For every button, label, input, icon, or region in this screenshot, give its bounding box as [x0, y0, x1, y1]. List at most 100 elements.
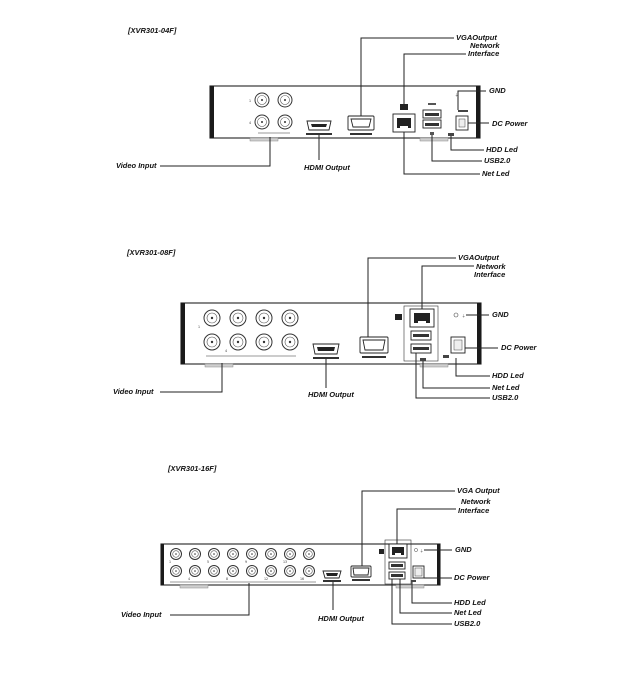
bnc-number: 9 [245, 560, 247, 564]
svg-text:⏚: ⏚ [462, 313, 465, 318]
label-vga-output: VGAOutput [456, 33, 497, 42]
label-network: Network [476, 262, 506, 271]
bnc-number: 5 [207, 560, 209, 564]
chassis-right-edge [437, 544, 440, 585]
video-input-bnc-group: 1 4 [249, 92, 293, 134]
label-net-led: Net Led [482, 169, 510, 178]
bnc-number: 1 [249, 99, 251, 103]
video-input-bnc-group: 1 4 [198, 309, 299, 357]
bnc-connector [246, 548, 258, 560]
foot [204, 363, 234, 368]
hdd-led [448, 133, 454, 136]
chassis-left-edge [161, 544, 164, 585]
leader-network [396, 508, 456, 544]
bnc-connector [303, 548, 315, 560]
leader-video-input [160, 137, 271, 167]
video-input-bnc-group: 1 4 5 8 9 12 13 16 [169, 548, 316, 583]
foot [395, 584, 425, 589]
foot [419, 363, 449, 368]
hdmi-port [312, 343, 340, 359]
network-port [379, 543, 408, 559]
bnc-connector [265, 565, 277, 577]
gnd-terminal: ⏚ [455, 92, 468, 112]
label-video-input: Video Input [116, 161, 157, 170]
label-network: Network [470, 41, 500, 50]
label-dc-power: DC Power [501, 343, 538, 352]
bnc-number: 1 [198, 325, 200, 329]
leader-vga [360, 37, 454, 116]
model-title: [XVR301-04F] [127, 26, 177, 35]
foot [179, 584, 209, 589]
leader-net-led [403, 132, 480, 175]
label-dc-power: DC Power [492, 119, 529, 128]
label-usb: USB2.0 [454, 619, 481, 628]
bnc-number: 13 [283, 560, 287, 564]
net-led [420, 358, 426, 361]
bnc-connector [303, 565, 315, 577]
hdmi-port [306, 120, 332, 135]
vga-port [347, 115, 375, 135]
bnc-connector [284, 548, 296, 560]
io-panel-outline [384, 539, 412, 585]
vga-port [359, 336, 389, 358]
label-interface: Interface [468, 49, 499, 58]
label-net-led: Net Led [454, 608, 482, 617]
hdmi-port [322, 570, 342, 582]
bnc-connector [189, 548, 201, 560]
leader-hdd-led [450, 136, 484, 151]
bnc-connector [203, 333, 221, 351]
bnc-connector [208, 548, 220, 560]
label-hdmi-output: HDMI Output [318, 614, 364, 623]
foot [249, 137, 279, 142]
network-port [392, 104, 416, 133]
leader-vga [367, 257, 456, 337]
network-icon [379, 549, 384, 554]
label-gnd: GND [492, 310, 509, 319]
network-icon [400, 104, 408, 110]
diagram-xvr301-04f: [XVR301-04F] 1 4 [116, 26, 529, 178]
hdd-led [443, 355, 449, 358]
bnc-connector [227, 548, 239, 560]
foot [419, 137, 449, 142]
bnc-connector [255, 333, 273, 351]
bnc-connector [281, 309, 299, 327]
label-interface: Interface [474, 270, 505, 279]
chassis-right-edge [477, 303, 481, 364]
leader-network [403, 53, 466, 104]
bnc-connector [281, 333, 299, 351]
leader-video-input [170, 583, 250, 616]
dc-power-jack [455, 115, 469, 131]
label-gnd: GND [489, 86, 506, 95]
label-hdd-led: HDD Led [486, 145, 518, 154]
bnc-connector [170, 548, 182, 560]
dc-power-jack [412, 565, 425, 579]
bnc-number: 16 [300, 577, 304, 581]
gnd-terminal: ⏚ [453, 312, 465, 318]
leader-hdd-led [411, 582, 452, 604]
bnc-number: 8 [226, 577, 228, 581]
chassis-left-edge [210, 86, 214, 138]
model-title: [XVR301-16F] [167, 464, 217, 473]
label-network: Network [461, 497, 491, 506]
leader-net-led [399, 579, 452, 614]
label-net-led: Net Led [492, 383, 520, 392]
bnc-connector [227, 565, 239, 577]
bnc-number: 4 [249, 121, 251, 125]
bnc-number: 4 [188, 577, 190, 581]
bnc-connector [265, 548, 277, 560]
bnc-connector [254, 114, 270, 130]
leader-gnd [457, 90, 486, 110]
bnc-number: 12 [264, 577, 268, 581]
label-hdd-led: HDD Led [454, 598, 486, 607]
leader-usb [431, 135, 482, 162]
bnc-connector [254, 92, 270, 108]
chassis-right-edge [476, 86, 480, 138]
bnc-number: 4 [225, 349, 227, 353]
chassis-left-edge [181, 303, 185, 364]
label-gnd: GND [455, 545, 472, 554]
leader-usb [391, 579, 452, 625]
svg-text:⏚: ⏚ [420, 548, 423, 553]
bnc-connector [229, 309, 247, 327]
bnc-connector [277, 114, 293, 130]
bnc-connector [246, 565, 258, 577]
